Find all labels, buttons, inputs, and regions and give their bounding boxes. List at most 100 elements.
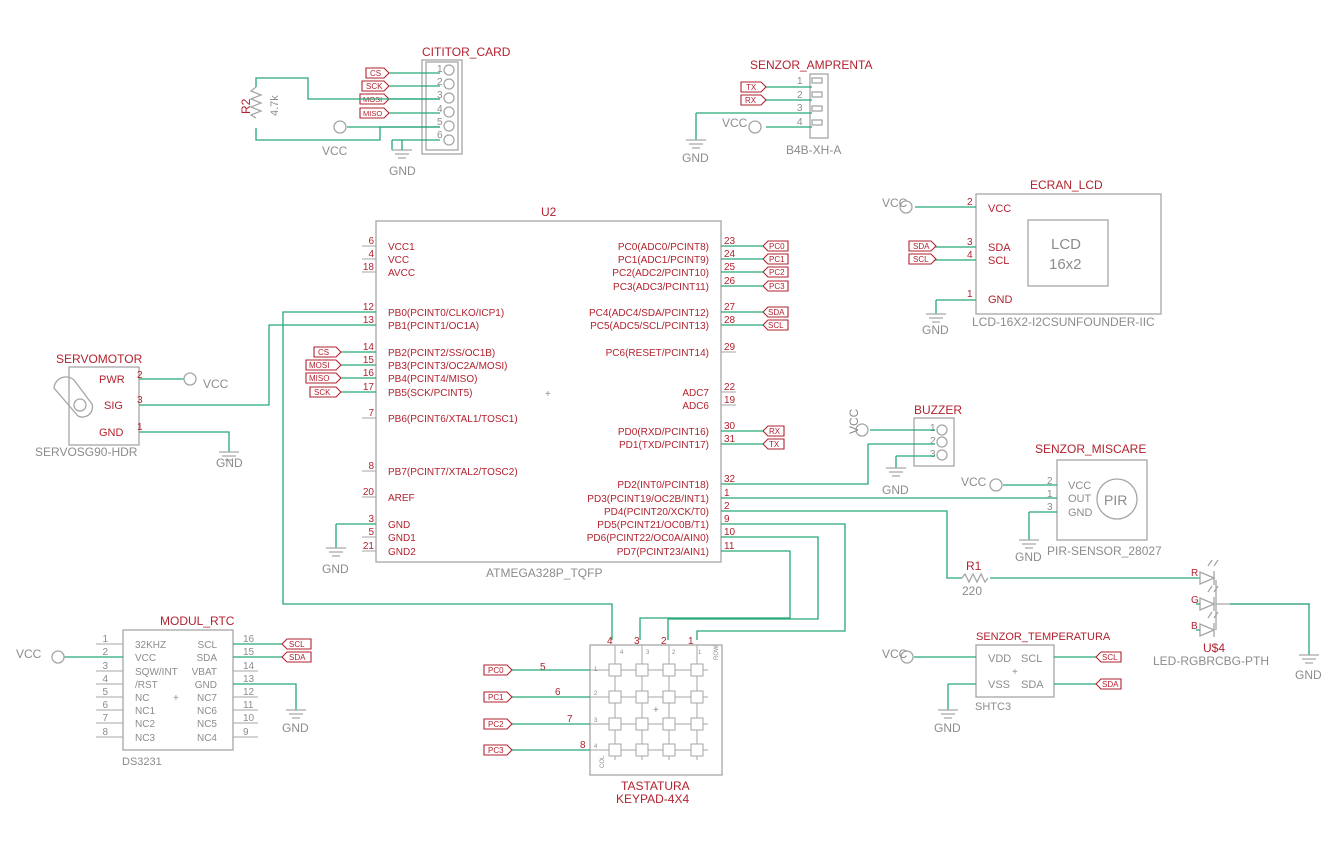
keypad-inner-top-1: 1 (698, 650, 702, 656)
amprenta-name: SENZOR_AMPRENTA (750, 58, 872, 72)
temp-pin-vdd: VDD (988, 653, 1011, 665)
servo-value: SERVOSG90-HDR (35, 445, 138, 459)
rtc-module: MODUL_RTC + 132KHZ2VCC3SQW/INT4/RST5NC6N… (16, 614, 312, 768)
keypad-key (608, 690, 622, 704)
mcu-right-pin-name: PD5(PCINT21/OC0B/T1) (597, 520, 709, 531)
rtc-left-pin-name: NC (135, 693, 149, 704)
svg-text:TX: TX (769, 440, 780, 449)
net-label-pc0-mcu: PC0 (762, 240, 789, 252)
lcd-pinnum-4: 4 (967, 250, 973, 261)
svg-text:PC0: PC0 (769, 242, 785, 251)
keypad-value: KEYPAD-4X4 (616, 792, 689, 806)
keypad-center-mark: + (653, 705, 659, 716)
keypad-key (635, 663, 649, 677)
net-label-scl-temp: SCL (1095, 651, 1122, 663)
keypad-key (690, 663, 704, 677)
mcu-left-pin-num: 14 (363, 342, 375, 353)
net-label-sda-rtc: SDA (281, 651, 312, 663)
mcu-right-pin-num: 11 (724, 541, 735, 552)
net-label-scl-rtc: SCL (281, 638, 312, 650)
svg-text:MISO: MISO (363, 109, 382, 118)
rtc-right-pin-name: VBAT (192, 667, 217, 678)
mcu-left-pin-num: 12 (363, 302, 375, 313)
lcd-pin-gnd: GND (988, 294, 1013, 306)
rtc-left-pin-name: /RST (135, 680, 158, 691)
led-gnd: GND (1295, 668, 1322, 682)
keypad-inner-left-2: 2 (594, 691, 598, 697)
pir-pin-out: OUT (1068, 493, 1092, 505)
buzzer-name: BUZZER (914, 403, 962, 417)
mcu-right-pin-name: ADC7 (682, 388, 709, 399)
mcu-left-pin-name: VCC (388, 255, 409, 266)
net-label-pc0-keypad: PC0 (483, 664, 513, 676)
mcu-right-pin-name: PD6(PCINT22/OC0A/AIN0) (587, 533, 709, 544)
keypad-left-pin-7: 7 (567, 714, 573, 725)
mcu-left-pin-name: PB7(PCINT7/XTAL2/TOSC2) (388, 467, 518, 478)
net-label-scl-mcu: SCL (762, 319, 789, 331)
pir-pinnum-3: 3 (1047, 502, 1053, 513)
lcd-name: ECRAN_LCD (1030, 178, 1103, 192)
keypad-inner-left-3: 3 (594, 718, 598, 724)
keypad-key (608, 743, 622, 757)
rtc-left-pin-num: 5 (102, 687, 108, 698)
mcu-right-pin-num: 9 (724, 514, 730, 525)
net-label-cs: CS (365, 67, 390, 79)
rtc-right-pin-name: NC6 (197, 706, 217, 717)
amprenta-vcc: VCC (722, 116, 748, 130)
servo-pinnum-2: 2 (137, 370, 143, 381)
keypad-key (635, 690, 649, 704)
mcu-left-pin-name: GND2 (388, 547, 416, 558)
mcu-right-pin-name: PD3(PCINT19/OC2B/INT1) (587, 494, 709, 505)
mcu-left-pin-num: 16 (363, 368, 375, 379)
keypad-key (635, 743, 649, 757)
net-label-rx-amprenta: RX (740, 94, 767, 106)
net-label-sda-lcd: SDA (908, 240, 937, 252)
net-label-pc1-keypad: PC1 (483, 691, 513, 703)
keypad-key (662, 743, 676, 757)
mcu-right-pin-num: 30 (724, 421, 736, 432)
net-label-sda-mcu: SDA (762, 306, 789, 318)
buzzer-gnd: GND (882, 483, 909, 497)
r1-name: R1 (966, 559, 982, 573)
mcu-right-pin-num: 31 (724, 434, 736, 445)
mcu-left-pin-name: PB4(PCINT4/MISO) (388, 374, 477, 385)
rtc-left-pin-name: VCC (135, 653, 156, 664)
pir-pin-gnd: GND (1068, 507, 1093, 519)
net-label-tx-amprenta: TX (740, 81, 767, 93)
lcd-pin-scl: SCL (988, 255, 1009, 267)
amprenta-value: B4B-XH-A (786, 143, 841, 157)
svg-text:SCL: SCL (768, 321, 784, 330)
servo-vcc: VCC (203, 377, 229, 391)
net-label-sda-temp: SDA (1095, 678, 1122, 690)
rtc-left-pin-name: 32KHZ (135, 640, 166, 651)
mcu-right-pin-name: PD7(PCINT23/AIN1) (617, 547, 709, 558)
mcu-left-pin-num: 8 (368, 461, 374, 472)
svg-text:TX: TX (746, 83, 757, 92)
mcu-left-pins: 6VCC14VCC18AVCC12PB0(PCINT0/CLKO/ICP1)13… (362, 236, 518, 558)
cititor-pin-2: 2 (437, 77, 443, 88)
net-label-scl-lcd: SCL (908, 253, 937, 265)
mcu-left-pin-name: PB1(PCINT1/OC1A) (388, 321, 479, 332)
temp-pin-sda: SDA (1021, 679, 1044, 691)
mcu-right-pin-num: 24 (724, 249, 736, 260)
pir-vcc: VCC (961, 475, 987, 489)
temp-vcc: VCC (882, 647, 908, 661)
keypad-key (690, 690, 704, 704)
svg-text:SCL: SCL (1102, 653, 1118, 662)
rtc-left-pin-num: 6 (102, 700, 108, 711)
fingerprint-sensor: SENZOR_AMPRENTA 1 2 3 4 TX RX VCC GND B4… (682, 58, 872, 165)
led-pin-b: B (1191, 621, 1198, 632)
rtc-right-pin-num: 10 (243, 713, 255, 724)
servo-gnd: GND (216, 456, 243, 470)
lcd-screen-2: 16x2 (1049, 256, 1082, 273)
lcd-pin-sda: SDA (988, 242, 1011, 254)
r1-value: 220 (962, 584, 982, 598)
mcu-name: U2 (541, 205, 557, 219)
mcu-right-pin-name: ADC6 (682, 401, 709, 412)
rtc-left-pin-num: 1 (102, 634, 108, 645)
mcu-right-pin-name: PD4(PCINT20/XCK/T0) (604, 507, 709, 518)
buzzer-pin-3: 3 (930, 449, 936, 460)
rtc-right-pin-name: NC7 (197, 693, 217, 704)
